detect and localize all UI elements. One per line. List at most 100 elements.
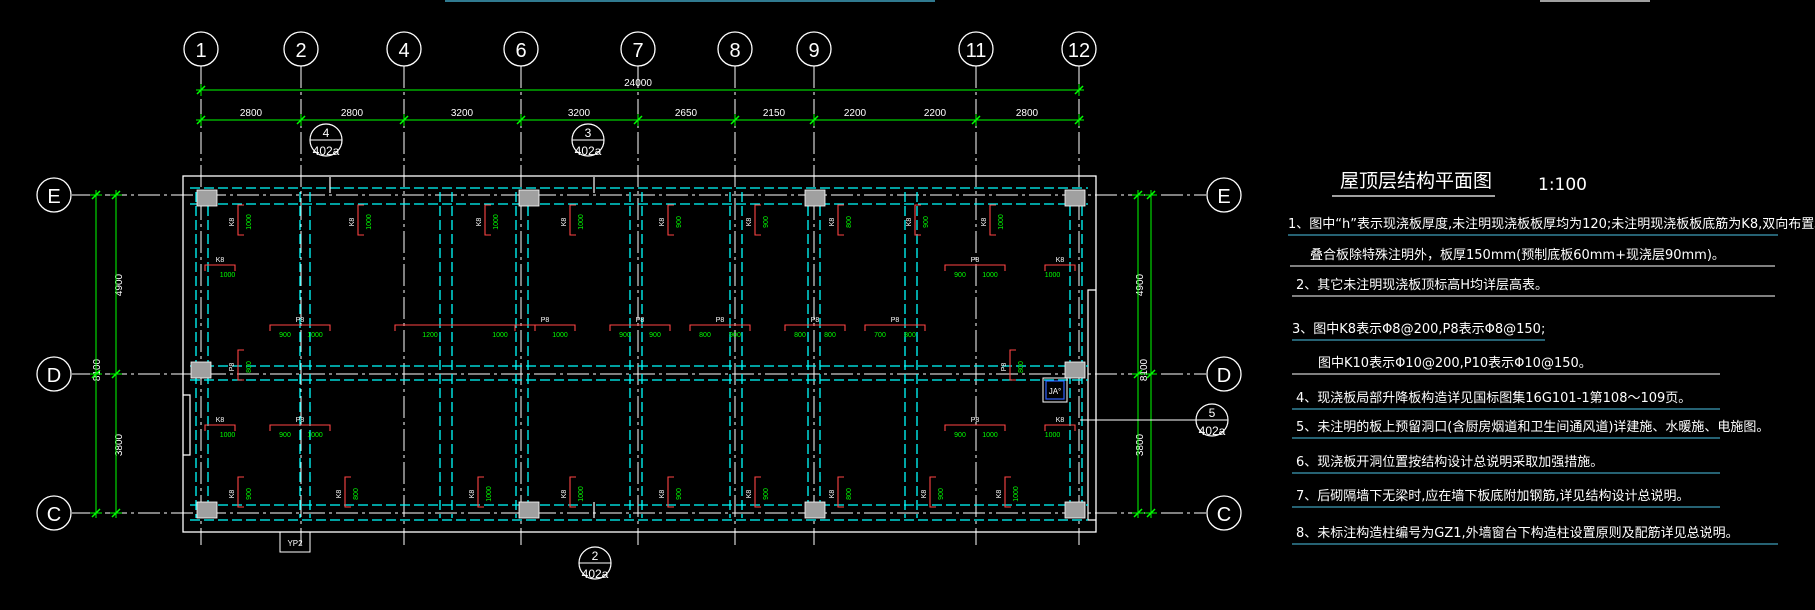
column-axis-label: 4 — [398, 40, 409, 62]
rebar-length-value: 1000 — [307, 432, 323, 439]
rebar-length-value: 900 — [763, 216, 770, 228]
rebar-length-value: 900 — [938, 488, 945, 500]
dim-tick — [91, 508, 101, 518]
dim-bay-label: 2200 — [844, 108, 867, 119]
column-axis-label: 11 — [966, 40, 987, 62]
dim-tick — [1133, 190, 1143, 200]
note-line: 4、现浇板局部升降板构造详见国标图集16G101-1第108～109页。 — [1296, 390, 1691, 406]
rebar-length-value: 800 — [246, 361, 253, 373]
callout-number: 4 — [323, 126, 330, 140]
dim-bay-label: 2200 — [924, 108, 947, 119]
rebar-type-label: K8 — [216, 257, 225, 264]
rebar-type-label: P8 — [229, 363, 236, 372]
rebar-length-value: 1000 — [1013, 486, 1020, 502]
rebar-length-value: 1000 — [1045, 432, 1061, 439]
rebar-length-value: 800 — [846, 216, 853, 228]
dim-tick — [111, 508, 121, 518]
rebar-length-value: 1000 — [307, 332, 323, 339]
rebar-length-value: 1000 — [552, 332, 568, 339]
row-axis-bubble — [36, 356, 72, 392]
rebar-length-value: 1000 — [246, 214, 253, 230]
rebar-length-value: 900 — [923, 216, 930, 228]
dim-bay-label: 2150 — [763, 108, 786, 119]
note-line: 2、其它未注明现浇板顶标高H均详层高表。 — [1296, 277, 1548, 293]
rebar-length-value: 900 — [649, 332, 661, 339]
slab-recess — [1087, 289, 1096, 521]
rebar-mark-vertical: 900 K8 — [921, 476, 945, 508]
structural-column — [804, 501, 826, 519]
rebar-type-label: P8 — [541, 317, 550, 324]
rebar-mark-vertical: 800 P8 — [229, 349, 253, 381]
row-axis-bubble — [1206, 495, 1242, 531]
rebar-type-label: K8 — [336, 490, 343, 499]
structural-column — [518, 501, 540, 519]
rebar-length-value: 1000 — [492, 332, 508, 339]
column-axis-label: 8 — [729, 40, 740, 62]
rebar-type-label: K8 — [921, 490, 928, 499]
rebar-type-label: K8 — [746, 218, 753, 227]
dim-bay-label: 3200 — [451, 108, 474, 119]
dim-bay-label: 3200 — [568, 108, 591, 119]
rebar-length-value: 800 — [353, 488, 360, 500]
callout-number: 3 — [585, 126, 592, 140]
rebar-type-label: P8 — [1001, 363, 1008, 372]
rebar-length-value: 1000 — [366, 214, 373, 230]
callout-ref: 402a — [313, 144, 340, 158]
rebar-type-label: P8 — [891, 317, 900, 324]
rebar-type-label: K8 — [981, 218, 988, 227]
dim-tick — [111, 369, 121, 379]
dim-tick — [1074, 85, 1084, 95]
opening-tag: JA° — [1042, 377, 1068, 403]
section-callout: 3 402a — [571, 123, 605, 158]
rebar-length-value: 1200 — [422, 332, 438, 339]
structural-column — [804, 189, 826, 207]
callout-ref: 402a — [575, 144, 602, 158]
dim-tick — [1074, 115, 1084, 125]
section-callout: 2 402a — [578, 546, 612, 581]
section-callouts: 4 402a 3 402a 5 402a 2 402a — [309, 123, 1229, 581]
rebar-mark-vertical: 800 K8 — [336, 476, 360, 508]
section-callout: 5 402a — [1080, 403, 1229, 438]
opening-tag-label: JA° — [1049, 387, 1062, 396]
row-axis-label: E — [1217, 186, 1230, 208]
dim-bay-label: 2650 — [675, 108, 698, 119]
dim-tick — [516, 115, 526, 125]
rebar-length-value: 1000 — [1045, 272, 1061, 279]
column-axis-label: 2 — [295, 40, 306, 62]
rebar-length-value: 900 — [729, 332, 741, 339]
rebar-type-label: K8 — [216, 417, 225, 424]
dim-tick — [91, 369, 101, 379]
dim-right-upper: 4900 — [1135, 273, 1146, 296]
rebar-type-label: K8 — [996, 490, 1003, 499]
rebar-type-label: P8 — [811, 317, 820, 324]
structural-column — [190, 361, 212, 379]
rebar-length-value: 800 — [794, 332, 806, 339]
column-axis-bubble — [717, 31, 753, 67]
rebar-length-value: 1000 — [578, 486, 585, 502]
column-axis-label: 12 — [1068, 40, 1090, 62]
structural-column — [1064, 189, 1086, 207]
structural-column — [196, 189, 218, 207]
dim-tick — [91, 190, 101, 200]
dim-right-total: 8100 — [1139, 358, 1150, 381]
dim-bay-label: 2800 — [240, 108, 263, 119]
rebar-length-value: 1000 — [578, 214, 585, 230]
dim-tick — [111, 190, 121, 200]
